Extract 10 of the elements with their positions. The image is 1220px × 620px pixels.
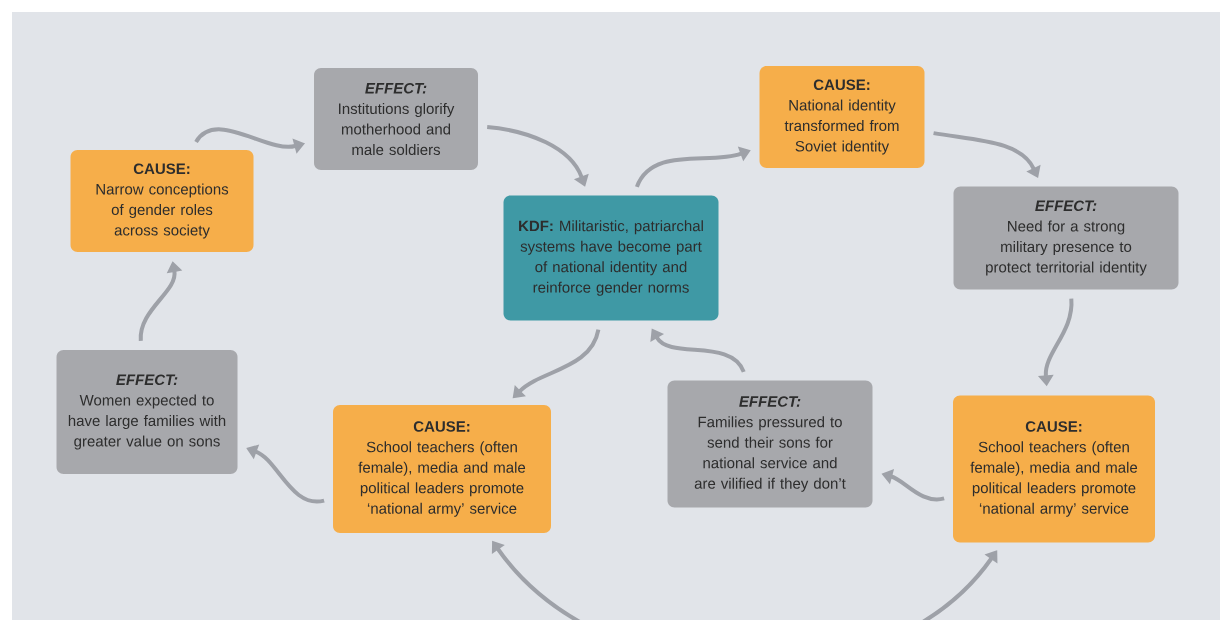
- cause-box: CAUSE: School teachers (often female), media and male political leaders promote ‘national army’ service: [953, 395, 1155, 543]
- cause-box: CAUSE: School teachers (often female), media and male political leaders promote ‘national army’ service: [333, 405, 551, 533]
- cause-box: CAUSE: National identity transformed from Soviet identity: [759, 66, 925, 168]
- effect-box: EFFECT: Institutions glorify motherhood and male soldiers: [314, 68, 478, 170]
- effect-box: EFFECT: Families pressured to send their sons for national service and are vilified if they don’t: [667, 380, 873, 508]
- arrow: [512, 329, 601, 399]
- effect-box: EFFECT: Women expected to have large families with greater value on sons: [56, 350, 238, 474]
- effect-box: EFFECT: Need for a strong military presence to protect territorial identity: [953, 186, 1179, 290]
- cause-box: CAUSE: Narrow conceptions of gender roles across society: [70, 150, 254, 252]
- focus-box: KDF: Militaristic, patriarchal systems have become part of national identity and reinforce gender norms: [503, 195, 719, 321]
